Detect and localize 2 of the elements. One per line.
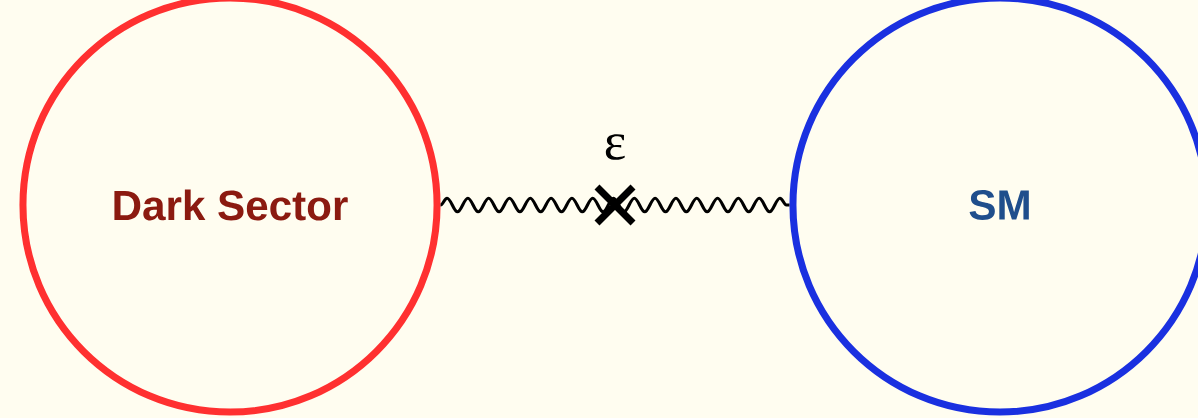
wavy-line [439, 196, 790, 214]
edge-label: ε [605, 134, 625, 160]
